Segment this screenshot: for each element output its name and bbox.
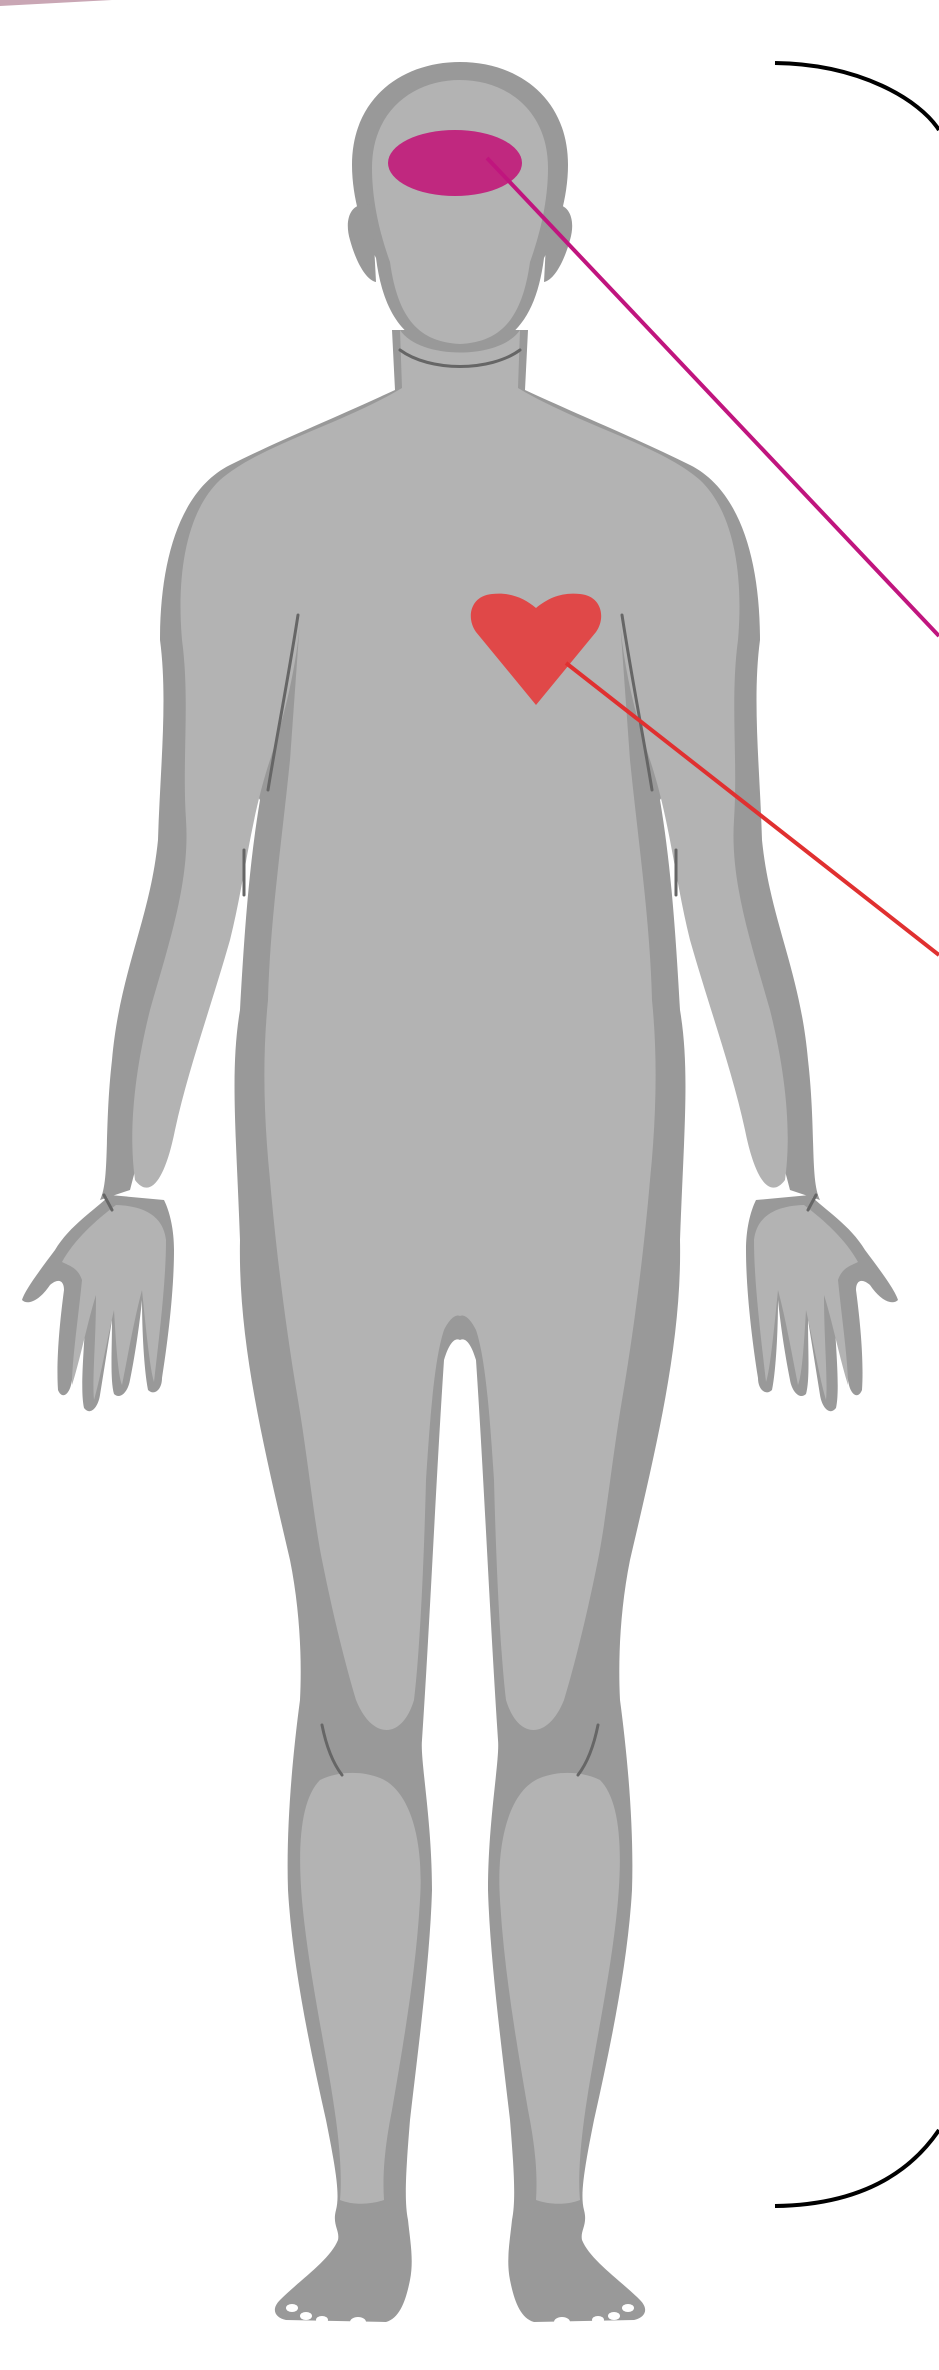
toe-highlight [608,2312,620,2320]
toe-highlight [286,2304,298,2312]
toe-highlight [300,2312,312,2320]
toe-highlight [554,2317,570,2327]
toe-highlight [592,2316,604,2324]
corner-mark [0,0,112,6]
left-ear [348,204,376,282]
upper-body [132,388,787,1730]
toe-highlight [622,2304,634,2312]
human-body-silhouette-icon [22,62,898,2327]
brain-oval-icon [388,130,522,196]
toe-highlight [350,2317,366,2327]
toe-highlight [316,2316,328,2324]
